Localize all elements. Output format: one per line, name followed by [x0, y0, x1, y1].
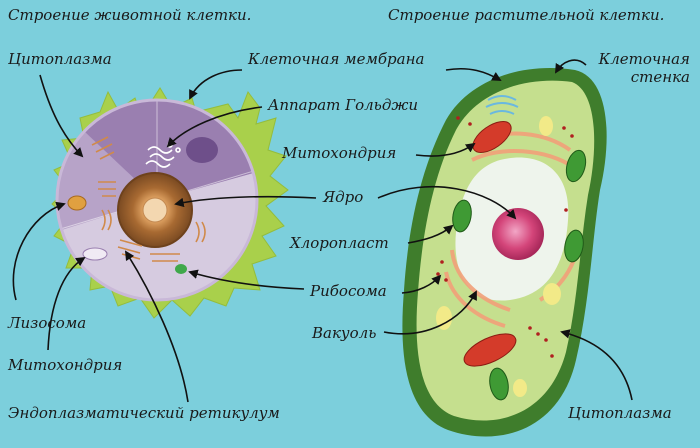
- label-chloroplast: Хлоропласт: [290, 234, 389, 252]
- plant-chloroplasts: [452, 149, 587, 401]
- animal-vesicle: [186, 137, 218, 163]
- label-lysosome: Лизосома: [8, 314, 87, 332]
- arrow-lysosome: [12, 201, 66, 301]
- label-cytoplasm-animal: Цитоплазма: [8, 50, 112, 68]
- label-golgi: Аппарат Гольджи: [268, 96, 419, 114]
- label-mitochondrion-animal: Митохондрия: [8, 356, 123, 374]
- animal-ribosome: [175, 264, 187, 274]
- plant-starch-grains: [436, 116, 561, 397]
- arrow-mitochondrion-plant: [415, 142, 476, 157]
- arrow-vacuole: [383, 290, 477, 335]
- arrow-membrane-plant: [445, 67, 502, 81]
- label-mitochondrion-plant: Митохондрия: [282, 144, 397, 162]
- plant-nucleus: [492, 208, 544, 260]
- animal-er: [91, 136, 206, 262]
- label-ribosome: Рибосома: [310, 282, 387, 300]
- animal-lysosome: [67, 195, 87, 211]
- label-vacuole: Вакуоль: [312, 324, 377, 342]
- arrow-cell-membrane: [189, 69, 243, 100]
- animal-mitochondrion: [82, 247, 108, 261]
- arrow-ribosome-plant: [401, 274, 442, 294]
- arrow-cytoplasm-animal: [39, 74, 84, 158]
- label-cytoplasm-plant: Цитоплазма: [568, 404, 672, 422]
- label-cell-membrane: Клеточная мембрана: [248, 50, 425, 68]
- arrow-mitochondrion-animal: [47, 256, 86, 351]
- animal-nucleolus: [142, 197, 168, 223]
- arrow-nucleus-plant: [377, 186, 517, 220]
- arrow-chloroplast: [407, 224, 454, 244]
- arrow-cell-wall: [555, 59, 587, 74]
- title-animal-cell: Строение животной клетки.: [8, 6, 252, 24]
- arrow-er: [124, 250, 189, 403]
- label-cell-wall-line1: Клеточная: [598, 50, 690, 68]
- arrow-golgi: [166, 106, 263, 148]
- animal-cell: [51, 87, 289, 319]
- arrows: [12, 59, 633, 403]
- title-plant-cell: Строение растительной клетки.: [388, 6, 665, 24]
- arrow-ribosome-animal: [188, 269, 305, 290]
- arrow-nucleus-animal: [174, 195, 317, 208]
- label-cell-wall: Клеточная стенка: [590, 50, 690, 86]
- plant-cell: [402, 68, 607, 437]
- plant-mitochondrion-bottom: [463, 333, 517, 367]
- arrow-cytoplasm-plant: [560, 329, 633, 401]
- golgi-apparatus-plant: [485, 95, 519, 115]
- label-nucleus: Ядро: [323, 188, 364, 206]
- label-er: Эндоплазматический ретикулум: [8, 404, 280, 422]
- label-cell-wall-line2: стенка: [630, 68, 690, 86]
